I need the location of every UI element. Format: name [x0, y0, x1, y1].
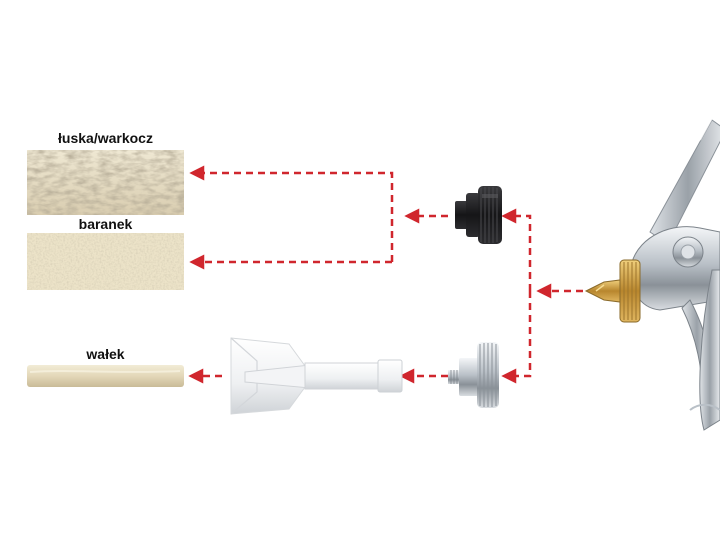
- texture-sample-baranek: [27, 233, 184, 290]
- roller-attachment-icon: [230, 337, 403, 415]
- texture-sample-luska-warkocz: [27, 150, 184, 215]
- label-luska-warkocz: łuska/warkocz: [58, 130, 153, 146]
- label-baranek: baranek: [78, 216, 133, 232]
- arrow-to-luska: [189, 165, 394, 262]
- silver-knurled-nozzle-icon: [448, 342, 499, 408]
- arrows: [188, 165, 583, 384]
- black-knurled-nozzle-icon: [455, 186, 502, 244]
- arrow-branch-down: [501, 291, 532, 384]
- label-walek: wałek: [86, 346, 125, 362]
- arrow-branch-up: [501, 208, 532, 291]
- spray-gun-icon: [584, 116, 720, 431]
- texture-sample-walek: [27, 365, 184, 387]
